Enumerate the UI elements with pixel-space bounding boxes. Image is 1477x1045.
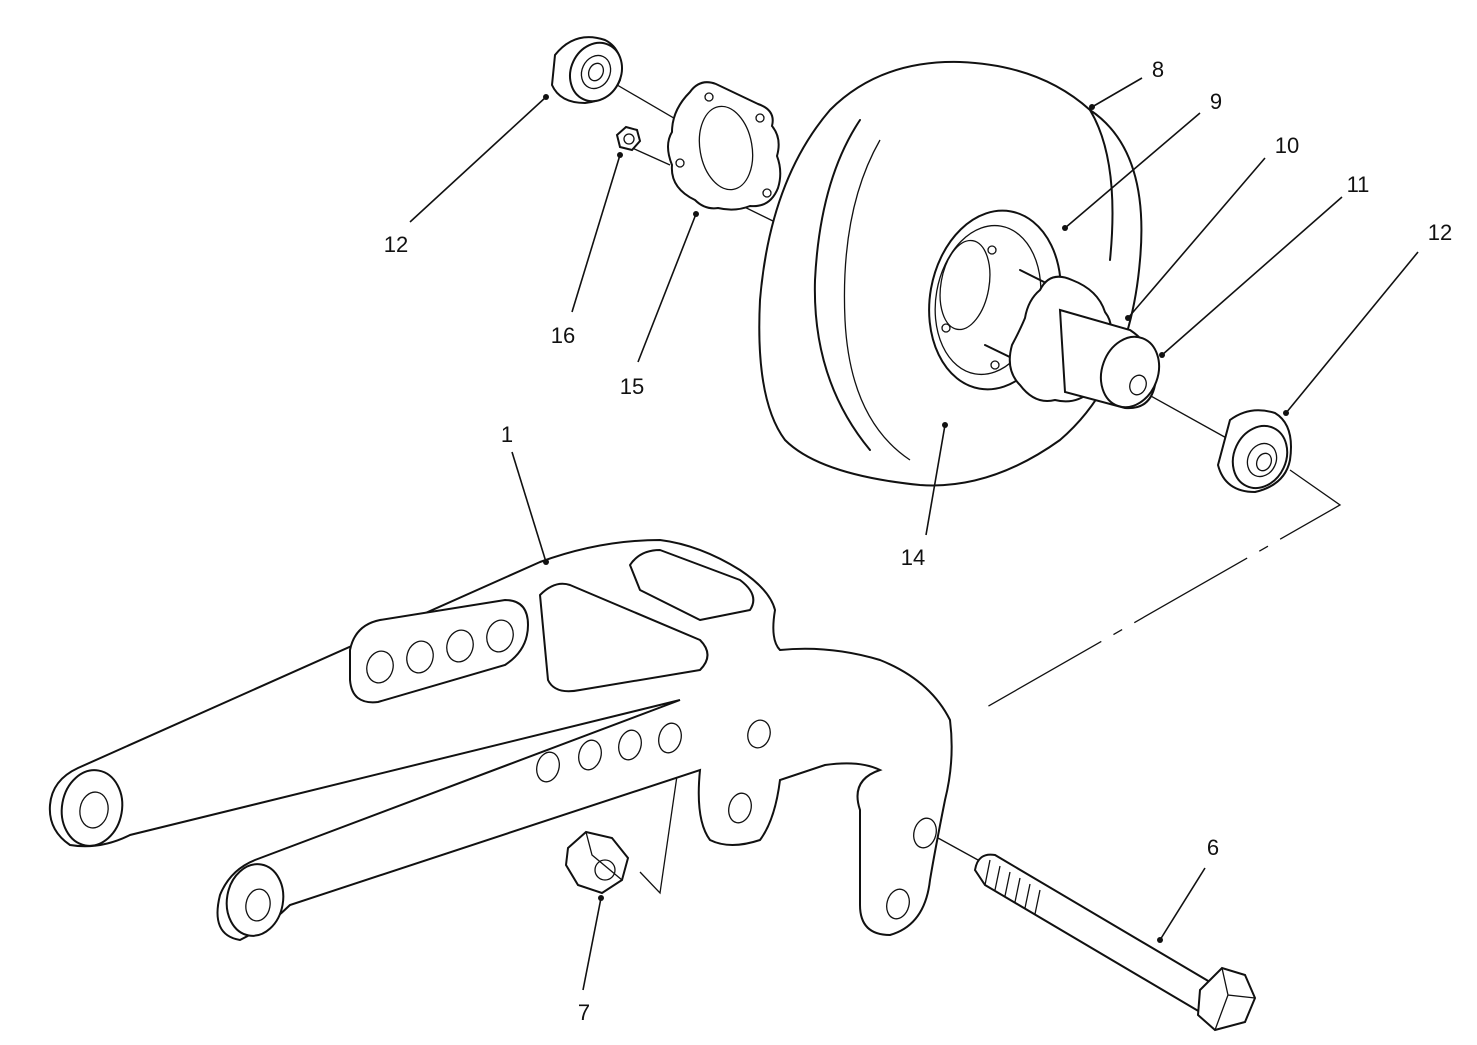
flange-plate bbox=[667, 81, 782, 211]
callout-11: 11 bbox=[1347, 172, 1370, 197]
hex-nut bbox=[564, 830, 630, 895]
callout-8: 8 bbox=[1152, 57, 1164, 82]
callout-7: 7 bbox=[578, 1000, 590, 1025]
bearing-upper bbox=[550, 36, 623, 105]
bolt bbox=[973, 853, 1257, 1032]
callout-12-upper-bearing: 12 bbox=[384, 232, 408, 257]
callout-6: 6 bbox=[1207, 835, 1219, 860]
swing-arm-frame bbox=[48, 538, 953, 942]
spacer-sleeve bbox=[1058, 308, 1161, 410]
callout-10: 10 bbox=[1275, 133, 1299, 158]
callout-1: 1 bbox=[501, 422, 513, 447]
callout-15: 15 bbox=[620, 374, 644, 399]
callout-9: 9 bbox=[1210, 89, 1222, 114]
bearing-lower bbox=[1216, 409, 1292, 494]
callout-labels: 1 6 7 8 9 10 11 12 12 14 15 16 bbox=[384, 57, 1452, 1025]
leader-lines bbox=[409, 77, 1419, 991]
callout-12-lower-bearing: 12 bbox=[1428, 220, 1452, 245]
nut-small bbox=[615, 125, 642, 152]
callout-16: 16 bbox=[551, 323, 575, 348]
callout-14: 14 bbox=[901, 545, 925, 570]
wheel-tire bbox=[758, 60, 1143, 487]
